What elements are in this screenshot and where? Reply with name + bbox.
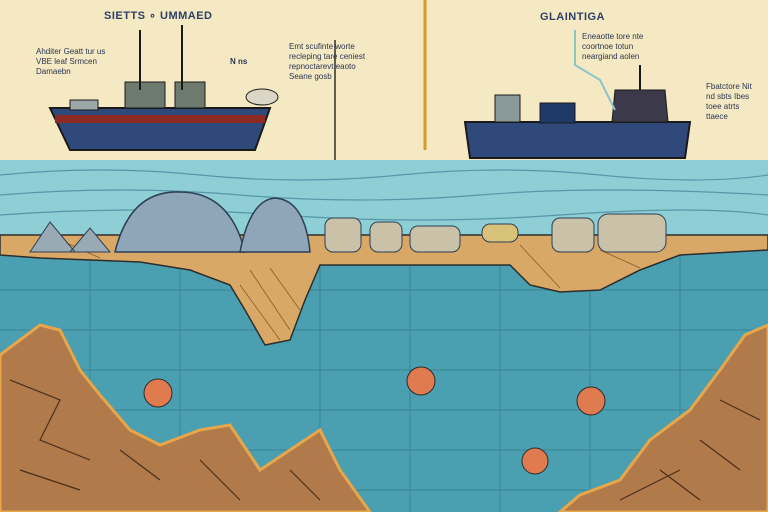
- marker-buoys: [143, 366, 606, 475]
- note-right-side: Fbatctore Nit nd sbts Ibes toee atrts tt…: [706, 82, 752, 121]
- right-ship: [463, 65, 692, 159]
- rock-left-cracks: [9, 379, 321, 501]
- water-grid: [0, 250, 768, 512]
- title-right: GLAINTIGA: [540, 11, 605, 23]
- subsea-structures: [29, 191, 667, 253]
- rock-left: [0, 323, 372, 512]
- seabed-shelf: [0, 234, 768, 346]
- title-left: SIETTS ∘ UMMAED: [104, 10, 213, 22]
- right-pointer: [574, 30, 616, 111]
- ship-tag: N ns: [230, 57, 248, 66]
- rock-right: [557, 323, 768, 512]
- rock-right-cracks: [619, 399, 761, 501]
- note-left: Ahditer Geatt tur us VBE leaf Srmcen Dam…: [36, 47, 106, 76]
- left-ship: [48, 25, 279, 151]
- note-right-top: Eneaotte tore nte coortnoe totun neargia…: [582, 32, 644, 61]
- note-center: Emt scufinte worte recleping tare cenies…: [289, 42, 366, 81]
